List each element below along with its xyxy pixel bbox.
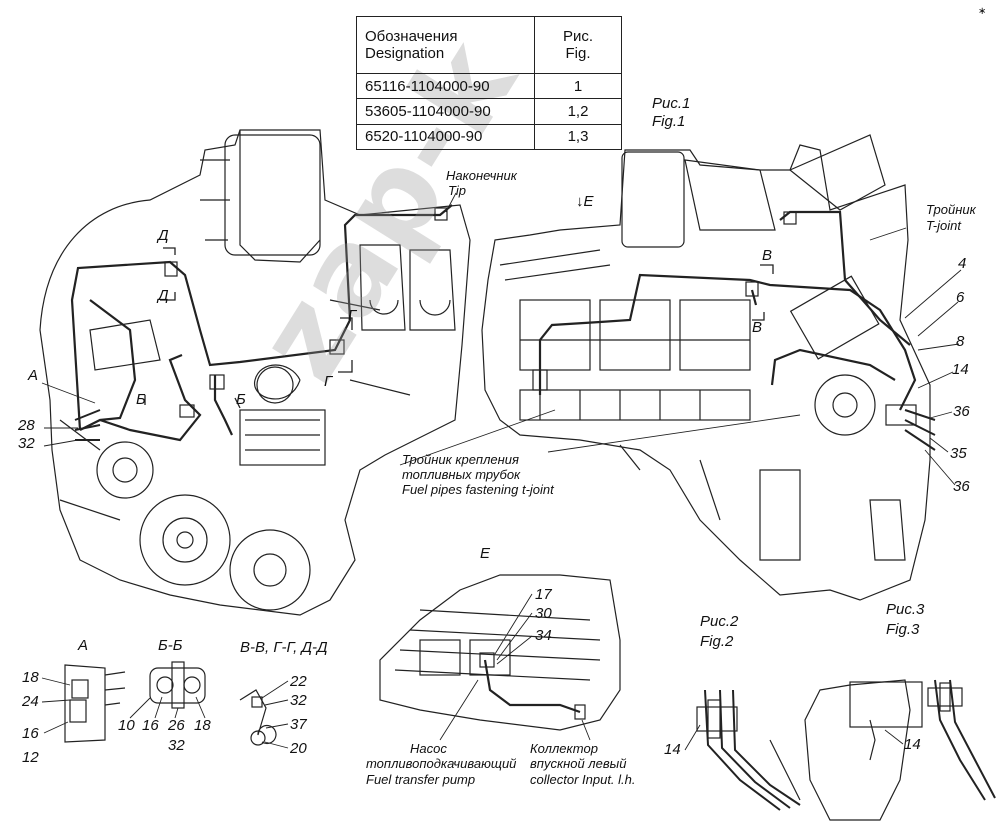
fastening-label-ru-1: Тройник крепления xyxy=(402,452,519,467)
marker-d-top: Д xyxy=(158,227,169,244)
fig1-caption-ru: Рис.1 xyxy=(652,95,691,112)
marker-b-left: Б xyxy=(136,391,146,408)
section-bb-callout-26: 26 xyxy=(168,717,185,734)
header-fig: Рис. Fig. xyxy=(534,16,622,74)
fig2-caption-ru: Рис.2 xyxy=(700,613,739,630)
callout-4: 4 xyxy=(958,255,967,272)
marker-d-bottom: Д xyxy=(158,287,169,304)
marker-a: A xyxy=(28,367,39,384)
fig2-drawing xyxy=(704,689,801,811)
table-row: 6520-1104000-90 1,3 xyxy=(356,123,622,151)
table-cell-designation: 65116-1104000-90 xyxy=(356,72,535,100)
tip-label-en: Tip xyxy=(448,183,466,198)
tip-label-ru: Наконечник xyxy=(446,168,517,183)
left-engine-filter xyxy=(224,134,321,256)
section-vv-callout-20: 20 xyxy=(290,740,307,757)
section-bb-callout-16: 16 xyxy=(142,717,159,734)
header-fig-ru: Рис. xyxy=(562,28,594,45)
section-a-callout-24: 24 xyxy=(22,693,39,710)
marker-g-top: Г xyxy=(348,307,357,324)
callout-32: 32 xyxy=(18,435,35,452)
left-engine-outline xyxy=(39,129,471,616)
collector-label-en: collector Input. l.h. xyxy=(530,772,636,787)
pump-label-en: Fuel transfer pump xyxy=(366,772,476,787)
left-fuel-pipe xyxy=(70,204,453,431)
pump-label-ru-1: Насос xyxy=(410,741,447,756)
callout-34: 34 xyxy=(535,627,552,644)
callout-28: 28 xyxy=(18,417,35,434)
section-bb-callout-32: 32 xyxy=(168,737,185,754)
table-row: 65116-1104000-90 1 xyxy=(356,72,622,100)
section-bb-title: Б-Б xyxy=(158,637,183,654)
section-vv-drawing xyxy=(239,689,277,745)
fastening-label-en: Fuel pipes fastening t-joint xyxy=(402,482,554,497)
fig2-callout-14: 14 xyxy=(664,741,681,758)
pump-label-ru-2: топливоподкачивающий xyxy=(366,756,517,771)
marker-v-bottom: В xyxy=(752,319,763,336)
header-designation-ru: Обозначения xyxy=(365,28,458,45)
header-designation-en: Designation xyxy=(365,45,445,62)
callout-8: 8 xyxy=(956,333,965,350)
section-a-callout-18: 18 xyxy=(22,669,39,686)
table-cell-designation: 6520-1104000-90 xyxy=(356,123,535,151)
section-bb-callout-10: 10 xyxy=(118,717,135,734)
left-engine-gear xyxy=(139,494,231,586)
right-engine-filter xyxy=(621,151,685,248)
fig3-caption-ru: Рис.3 xyxy=(886,601,925,618)
table-cell-fig: 1,3 xyxy=(534,123,622,151)
marker-g-bottom: Г xyxy=(324,373,333,390)
header-designation: Обозначения Designation xyxy=(356,16,535,74)
fig1-caption-en: Fig.1 xyxy=(652,113,686,130)
collector-label-ru-2: впускной левый xyxy=(530,756,627,771)
right-fuel-pipe xyxy=(538,273,917,411)
section-bb-callout-18: 18 xyxy=(194,717,211,734)
section-vv-callout-32: 32 xyxy=(290,692,307,709)
view-e-arrow: ↓E xyxy=(576,193,594,210)
fig3-drawing xyxy=(804,679,911,821)
table-header-row: Обозначения Designation Рис. Fig. xyxy=(356,16,622,74)
tjoint-label-en: T-joint xyxy=(926,218,961,233)
section-bb-drawing xyxy=(149,667,206,704)
callout-30: 30 xyxy=(535,605,552,622)
callout-17: 17 xyxy=(535,586,552,603)
section-a-callout-12: 12 xyxy=(22,749,39,766)
corner-mark: ∗ xyxy=(978,6,987,17)
view-e-title: E xyxy=(480,545,491,562)
designation-table: Обозначения Designation Рис. Fig. 65116-… xyxy=(356,16,622,151)
fig3-caption-en: Fig.3 xyxy=(886,621,920,638)
section-vv-title: В-В, Г-Г, Д-Д xyxy=(240,639,328,656)
fastening-label-ru-2: топливных трубок xyxy=(402,467,521,482)
section-a-callout-16: 16 xyxy=(22,725,39,742)
fig2-caption-en: Fig.2 xyxy=(700,633,734,650)
section-vv-callout-37: 37 xyxy=(290,716,307,733)
section-a-title: A xyxy=(78,637,89,654)
marker-v-top: В xyxy=(762,247,773,264)
tjoint-label-ru: Тройник xyxy=(926,202,976,217)
right-engine-outline xyxy=(481,144,931,601)
table-cell-fig: 1,2 xyxy=(534,98,622,125)
callout-14: 14 xyxy=(952,361,969,378)
table-row: 53605-1104000-90 1,2 xyxy=(356,98,622,125)
callout-35: 35 xyxy=(950,445,967,462)
marker-b-right: Б xyxy=(236,391,246,408)
view-e-outline xyxy=(379,574,621,731)
collector-label-ru-1: Коллектор xyxy=(530,741,598,756)
table-cell-fig: 1 xyxy=(534,72,622,100)
table-cell-designation: 53605-1104000-90 xyxy=(356,98,535,125)
section-a-drawing xyxy=(64,664,106,743)
callout-36-top: 36 xyxy=(953,403,970,420)
callout-36-bottom: 36 xyxy=(953,478,970,495)
header-fig-en: Fig. xyxy=(565,45,591,62)
fig3-callout-14: 14 xyxy=(904,736,921,753)
callout-6: 6 xyxy=(956,289,965,306)
section-vv-callout-22: 22 xyxy=(290,673,307,690)
